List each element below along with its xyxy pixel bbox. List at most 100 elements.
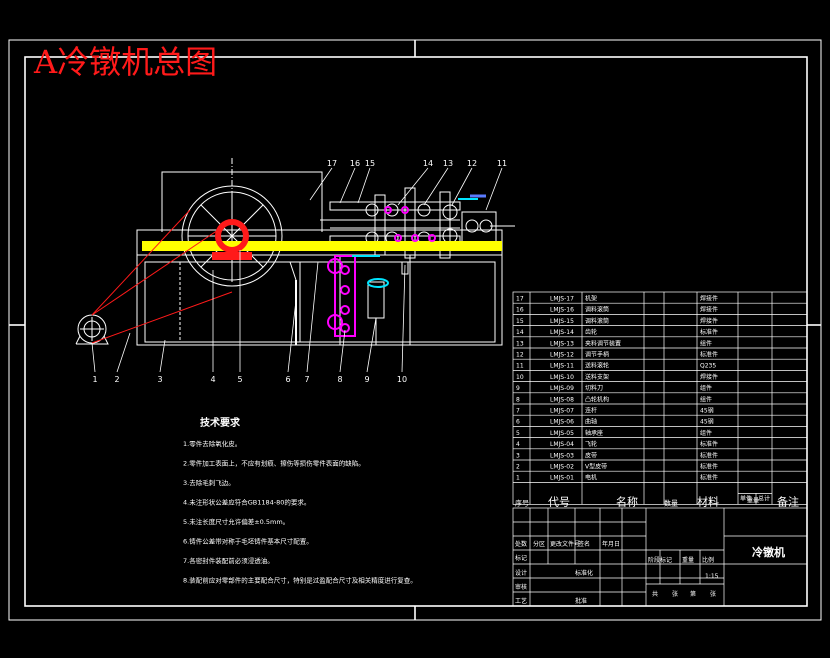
- bom-cell: 13: [516, 340, 524, 347]
- bom-cell: 曲轴: [585, 418, 597, 426]
- tech-line: 3.去除毛刺飞边。: [183, 478, 235, 487]
- drawing-title: A冷镦机总图: [33, 43, 217, 81]
- callout-1: 1: [92, 375, 97, 384]
- bom-row: 17 LMJS-17 机架 焊接件: [516, 295, 718, 303]
- row-label-1: 设计: [515, 569, 527, 577]
- tech-line: 5.未注长度尺寸允许偏差±0.5mm。: [183, 517, 289, 526]
- tech-line: 4.未注形状公差应符合GB1184-80的要求。: [183, 498, 310, 507]
- bom-cell: 飞轮: [585, 440, 597, 448]
- base-frame: [136, 229, 503, 346]
- bom-cell: LMJS-16: [550, 307, 574, 314]
- bom-cell: 皮带: [585, 451, 597, 459]
- callout-14: 14: [423, 159, 433, 168]
- bom-cell: 调料滚筒: [585, 317, 609, 325]
- bom-header-cell: 序号: [515, 498, 529, 507]
- bom-cell: 45钢: [700, 418, 714, 426]
- bom-row: 13 LMJS-13 夹料调节装置 组件: [516, 339, 712, 347]
- bom-cell: 标准件: [700, 474, 718, 482]
- bom-cell: 6: [516, 419, 520, 426]
- bom-cell: 8: [516, 396, 520, 403]
- bom-header-cell: 备注: [777, 494, 799, 508]
- bom-cell: 切料刀: [585, 384, 603, 392]
- bom-weight-label: 重量: [747, 496, 759, 504]
- rev-label-3: 签名: [578, 540, 590, 548]
- rev-label-0: 处数: [515, 540, 527, 548]
- bom-cell: V型皮带: [585, 463, 607, 471]
- bom-cell: 焊接件: [700, 295, 718, 303]
- callout-3: 3: [157, 375, 162, 384]
- callout-8: 8: [337, 375, 342, 384]
- bom-header-cell: 单件: [740, 494, 752, 502]
- bom-cell: 14: [516, 329, 524, 336]
- bom-cell: 机架: [585, 295, 597, 303]
- tech-line: 7.各密封件装配前必须浸透油。: [183, 556, 274, 565]
- bom-cell: 5: [516, 430, 520, 437]
- rev-label-2: 更改文件号: [550, 540, 580, 548]
- bom-cell: LMJS-13: [550, 340, 574, 347]
- callout-10: 10: [397, 375, 407, 384]
- std-label: 标准化: [575, 569, 593, 577]
- bom-cell: 16: [516, 307, 524, 314]
- bom-cell: 3: [516, 452, 520, 459]
- bom-cell: 组件: [700, 339, 712, 347]
- bom-cell: 4: [516, 441, 520, 448]
- bom-cell: 凸轮机构: [585, 395, 609, 403]
- stage-label-0: 阶段标记: [648, 556, 672, 564]
- crank-shaft-bar: [142, 241, 502, 251]
- callout-16: 16: [350, 159, 360, 168]
- bom-header: 序号代号名称数量材料单件总计备注重量: [515, 494, 799, 508]
- bom-cell: 焊接件: [700, 373, 718, 381]
- bom-cell: 1: [516, 475, 520, 482]
- row-label-2: 审核: [515, 583, 527, 591]
- title-block: [512, 507, 808, 607]
- flywheel-housing: [161, 171, 323, 232]
- row-label-3: 工艺: [515, 597, 527, 605]
- bom-cell: LMJS-05: [550, 430, 574, 437]
- bom-header-cell: 名称: [616, 494, 638, 508]
- leader-lines-top: [309, 167, 503, 211]
- callout-6: 6: [285, 375, 290, 384]
- bom-cell: LMJS-01: [550, 475, 574, 482]
- bom-cell: LMJS-14: [550, 329, 574, 336]
- bom-cell: 17: [516, 296, 524, 303]
- bom-cell: LMJS-17: [550, 296, 574, 303]
- tech-line: 2.零件加工表面上，不应有划痕、擦伤等损伤零件表面的缺陷。: [183, 459, 365, 468]
- motor: [75, 314, 109, 345]
- tech-line: 6.铸件公差带对称于毛坯铸件基本尺寸配置。: [183, 537, 313, 546]
- machine-assembly: [75, 158, 515, 346]
- stage-label-2: 比例: [702, 556, 714, 564]
- part-name: 冷镦机: [752, 545, 785, 559]
- bom-cell: 9: [516, 385, 520, 392]
- callout-9: 9: [364, 375, 369, 384]
- bom-cell: LMJS-11: [550, 363, 574, 370]
- scale-value: 1:15: [705, 573, 719, 580]
- v-belt: [91, 209, 233, 344]
- callout-2: 2: [114, 375, 119, 384]
- bom-cell: 夹料调节装置: [585, 339, 621, 347]
- technical-requirements: 技术要求 1.零件去除氧化皮。2.零件加工表面上，不应有划痕、擦伤等损伤零件表面…: [183, 416, 417, 585]
- callout-17: 17: [327, 159, 337, 168]
- cam-mechanism: [327, 206, 436, 337]
- bom-header-cell: 代号: [548, 495, 570, 508]
- bom-cell: LMJS-02: [550, 464, 574, 471]
- bom-cell: 焊接件: [700, 317, 718, 325]
- flywheel: [181, 185, 283, 287]
- bom-cell: 组件: [700, 384, 712, 392]
- bom-header-cell: 数量: [664, 498, 678, 507]
- callout-13: 13: [443, 159, 453, 168]
- sheet-label-2: 第: [690, 590, 696, 598]
- bom-cell: 送料支架: [585, 373, 609, 381]
- callout-11: 11: [497, 159, 507, 168]
